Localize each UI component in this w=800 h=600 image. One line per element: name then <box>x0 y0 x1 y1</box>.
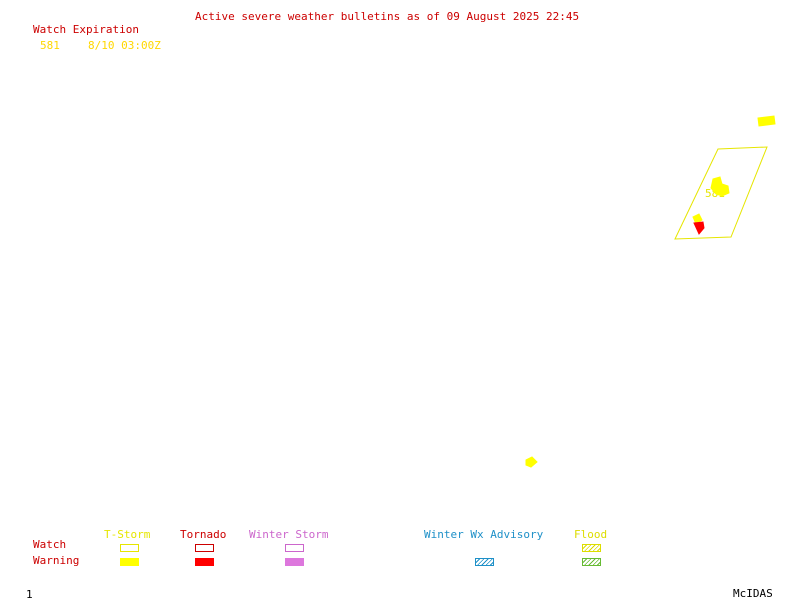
legend-flood-warning-swatch <box>582 558 601 566</box>
legend-watch-row-label: Watch <box>33 538 67 551</box>
legend-tstorm-watch-swatch <box>120 544 139 552</box>
legend-winter-storm-watch-swatch <box>285 544 304 552</box>
tstorm-warning-polygon[interactable] <box>692 213 703 225</box>
legend-flood-watch-swatch <box>582 544 601 552</box>
tornado-warning-polygon[interactable] <box>693 221 705 235</box>
legend-tornado-label: Tornado <box>180 528 227 541</box>
watch-expiration-row: 581 8/10 03:00Z <box>33 40 161 52</box>
legend-winter-advisory-swatch <box>475 558 494 566</box>
legend-flood-label: Flood <box>574 528 608 541</box>
brand-label: McIDAS <box>733 587 773 600</box>
legend-tornado-warning-swatch <box>195 558 214 566</box>
legend-tornado-watch-swatch <box>195 544 214 552</box>
legend-winter-storm-warning-swatch <box>285 558 304 566</box>
legend-tstorm-label: T-Storm <box>104 528 151 541</box>
watch-expiration-time: 8/10 03:00Z <box>88 39 161 52</box>
legend-warning-row-label: Warning <box>33 554 80 567</box>
legend-tstorm-warning-swatch <box>120 558 139 566</box>
page-number: 1 <box>26 588 33 600</box>
tstorm-warning-polygon[interactable] <box>757 115 776 127</box>
page-title: Active severe weather bulletins as of 09… <box>195 10 580 23</box>
watch-expiration-heading: Watch Expiration <box>33 23 139 36</box>
tstorm-watch-box[interactable] <box>674 146 768 240</box>
watch-number: 581 <box>40 39 60 52</box>
tstorm-warning-polygon[interactable] <box>710 176 730 197</box>
legend-winter-advisory-label: Winter Wx Advisory <box>424 528 544 541</box>
tstorm-warning-polygon[interactable] <box>525 456 538 468</box>
legend-winter-storm-label: Winter Storm <box>249 528 329 541</box>
